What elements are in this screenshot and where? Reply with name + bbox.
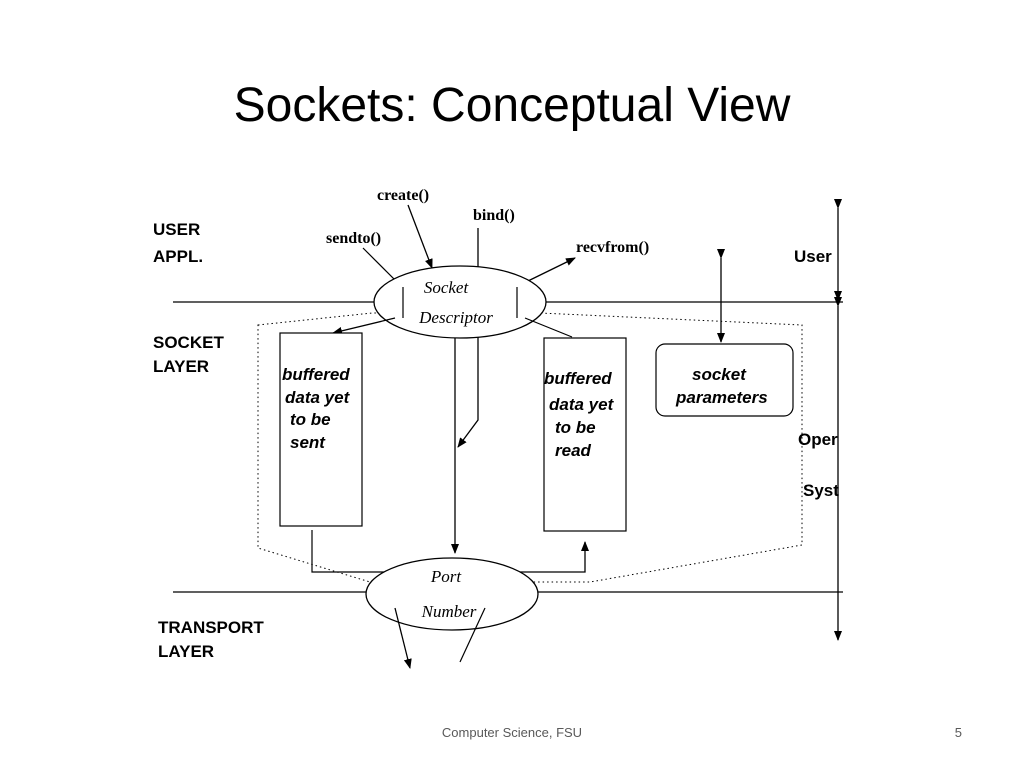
send-buffer-box	[279, 332, 363, 527]
send-buffer-label-line4: sent	[290, 433, 326, 452]
sendto-call-label: sendto()	[326, 230, 381, 247]
slide-title: Sockets: Conceptual View	[233, 79, 791, 132]
transport-layer-label-line2: LAYER	[158, 642, 214, 661]
descriptor-to-recv-buffer-line	[524, 317, 573, 338]
port-number-label-line2: Number	[421, 602, 477, 621]
transport-layer-label: TRANSPORT	[158, 618, 264, 637]
recvfrom-call-label: recvfrom()	[576, 239, 649, 256]
port-to-recv-buffer-arrow	[520, 541, 589, 573]
send-buffer-label-line3: to be	[290, 410, 331, 429]
recv-buffer-box	[543, 337, 627, 532]
recv-buffer-label-line4: read	[555, 441, 592, 460]
socket-descriptor-ellipse	[373, 265, 547, 339]
page-number: 5	[954, 725, 962, 740]
recv-buffer-label-line2: data yet	[549, 395, 615, 414]
create-call-label: create()	[377, 187, 429, 204]
socket-layer-label-line2: LAYER	[153, 357, 209, 376]
send-buffer-to-port-line	[311, 530, 390, 573]
send-buffer-label: buffered	[282, 365, 350, 384]
oper-side-label: Oper	[798, 430, 838, 449]
socket-parameters-box	[655, 343, 794, 417]
syst-side-label: Syst	[803, 481, 839, 500]
descriptor-to-send-buffer-arrow	[332, 317, 396, 335]
socket-layer-label: SOCKET	[153, 333, 224, 352]
port-number-ellipse	[365, 557, 539, 631]
create-arrow	[407, 204, 433, 269]
recv-buffer-label-line3: to be	[555, 418, 596, 437]
footer-text: Computer Science, FSU	[441, 725, 583, 740]
socket-descriptor-label-line2: Descriptor	[418, 308, 493, 327]
recvfrom-arrow	[527, 257, 576, 282]
recv-buffer-label: buffered	[544, 369, 612, 388]
socket-descriptor-label: Socket	[424, 278, 470, 297]
user-appl-label-line2: APPL.	[153, 247, 203, 266]
port-number-label: Port	[430, 567, 463, 586]
socket-parameters-label: socket	[692, 365, 747, 384]
user-side-label: User	[794, 247, 832, 266]
port-incoming-line	[459, 607, 486, 663]
send-buffer-label-line2: data yet	[285, 388, 351, 407]
socket-parameters-label-line2: parameters	[675, 388, 768, 407]
socket-layer-region	[257, 312, 803, 583]
port-outgoing-arrow	[394, 607, 412, 669]
bind-call-label: bind()	[473, 207, 515, 224]
user-appl-label: USER	[153, 220, 200, 239]
